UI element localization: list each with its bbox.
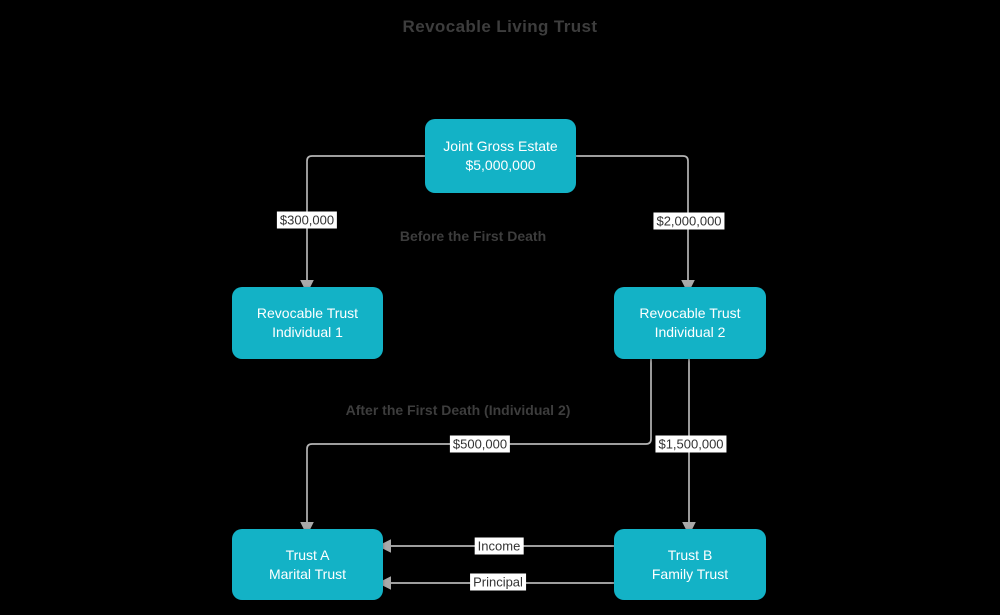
- edge-label-income: Income: [474, 537, 524, 555]
- edge-label-principal: Principal: [470, 573, 526, 591]
- edge-label-300000: $300,000: [276, 211, 338, 229]
- section-label-before-first-death: Before the First Death: [399, 228, 547, 244]
- node-label-line2: Family Trust: [651, 565, 729, 582]
- edge-label-2000000: $2,000,000: [653, 212, 725, 230]
- edge-joint-to-individual2: [576, 155, 695, 294]
- node-label-line2: Individual 2: [654, 324, 726, 340]
- node-label-line1: Joint Gross Estate: [443, 138, 558, 154]
- edge-label-1500000: $1,500,000: [655, 435, 727, 453]
- edge-joint-to-individual1: [300, 155, 425, 294]
- edge-label-500000: $500,000: [449, 435, 511, 453]
- node-label-line2: Individual 1: [272, 324, 343, 340]
- node-joint-gross-estate: Joint Gross Estate $5,000,000: [425, 119, 576, 193]
- node-trust-a-marital-trust: Trust A Marital Trust: [232, 529, 383, 600]
- node-label-line2: $5,000,000: [465, 157, 536, 173]
- node-label-line1: Revocable Trust: [256, 305, 359, 321]
- section-label-after-first-death: After the First Death (Individual 2): [345, 402, 571, 418]
- node-revocable-trust-individual-2: Revocable Trust Individual 2: [614, 287, 766, 359]
- node-label-line1: Trust A: [285, 546, 330, 563]
- diagram-title: Revocable Living Trust: [402, 17, 598, 36]
- node-revocable-trust-individual-1: Revocable Trust Individual 1: [232, 287, 383, 359]
- node-trust-b-family-trust: Trust B Family Trust: [614, 529, 766, 600]
- node-label-line1: Revocable Trust: [639, 305, 741, 321]
- node-label-line1: Trust B: [667, 546, 713, 563]
- node-label-line2: Marital Trust: [268, 565, 346, 582]
